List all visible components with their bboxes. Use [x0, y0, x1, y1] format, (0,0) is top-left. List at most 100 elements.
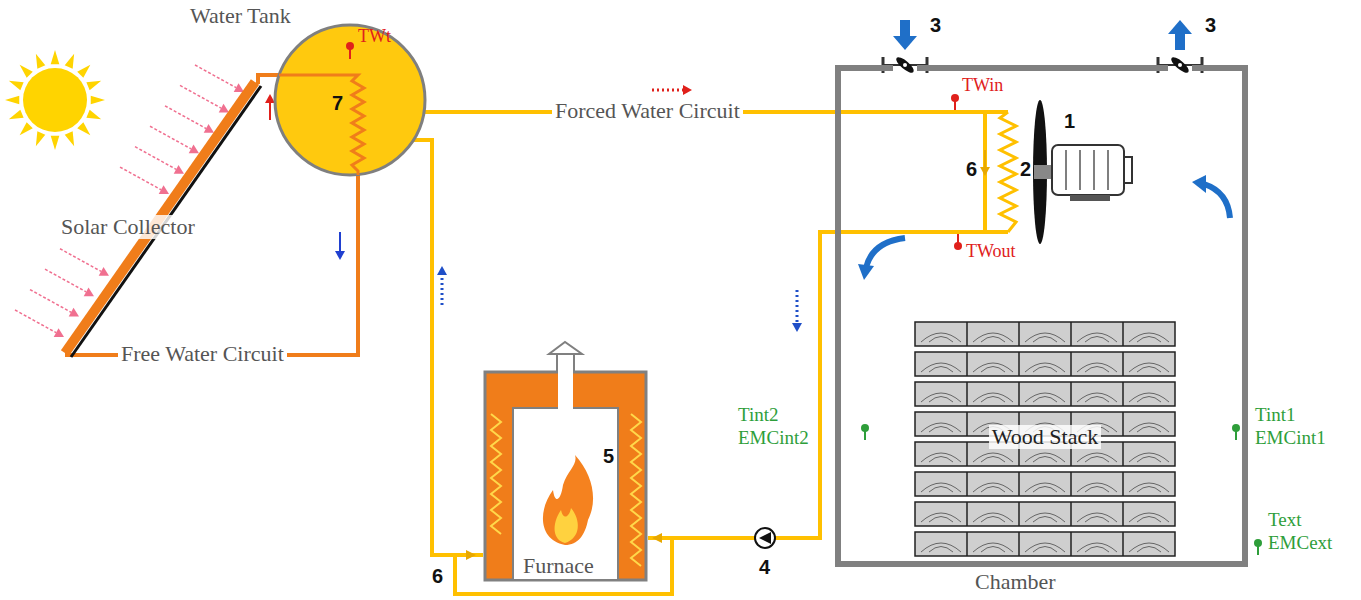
- wood-grain: [1025, 513, 1065, 522]
- board-joint: [1122, 412, 1124, 436]
- forced-circuit-pipe: [835, 230, 1008, 234]
- wood-grain: [1137, 337, 1161, 343]
- furnace: Furnace: [483, 340, 648, 582]
- callout-number: 4: [759, 556, 770, 578]
- wood-grain: [1137, 367, 1161, 373]
- wood-grain: [981, 337, 1005, 343]
- board-joint: [966, 382, 968, 406]
- wood-grain: [1033, 457, 1057, 463]
- wood-grain: [1137, 487, 1161, 493]
- wood-grain: [1129, 393, 1169, 402]
- motor-body: [1052, 145, 1124, 195]
- wood-grain: [1077, 543, 1117, 552]
- heater-coil: [1000, 112, 1016, 232]
- circuit-label: Forced Water Circuit: [552, 99, 743, 123]
- motor-fin: [1079, 150, 1081, 190]
- flow-arrow-up-head: [437, 266, 447, 275]
- wood-grain: [921, 393, 961, 402]
- air-inlet-arrow: [900, 20, 910, 36]
- board-joint: [1122, 322, 1124, 346]
- sun-ray: [77, 65, 90, 78]
- wood-grain: [929, 487, 953, 493]
- sunlight-ray-head: [204, 124, 214, 133]
- board-joint: [966, 412, 968, 436]
- sunlight-ray-shaft: [135, 147, 176, 170]
- bypass-arrow-shaft: [984, 150, 986, 167]
- drying-chamber: ChamberWood Stack: [835, 65, 1248, 567]
- board-joint: [966, 472, 968, 496]
- climate-sensor-label: Tint1: [1255, 405, 1296, 426]
- sun-ray: [51, 50, 60, 64]
- board-joint: [966, 502, 968, 526]
- wood-grain: [1033, 517, 1057, 523]
- sunlight-ray-shaft: [60, 249, 101, 272]
- climate-sensor-label: Tint2: [738, 405, 779, 426]
- climate-sensor-label: EMCint2: [738, 428, 809, 449]
- sun-disc: [23, 68, 87, 132]
- flow-arrow-right-shaft: [652, 89, 683, 92]
- circuit-label: Free Water Circuit: [118, 342, 287, 366]
- board-joint: [966, 532, 968, 556]
- flow-arrow-down-shaft: [339, 232, 341, 251]
- sunlight-ray-head: [159, 185, 169, 194]
- board-joint: [1070, 382, 1072, 406]
- wood-grain: [1137, 427, 1161, 433]
- wood-grain: [981, 517, 1005, 523]
- flame: [543, 455, 593, 545]
- wood-grain: [921, 363, 961, 372]
- wood-grain: [981, 547, 1005, 553]
- board-joint: [1018, 352, 1020, 376]
- board-joint: [1070, 352, 1072, 376]
- sunlight-ray-shaft: [180, 85, 221, 108]
- callout-number: 6: [432, 565, 443, 587]
- flow-arrow-down-head: [792, 323, 802, 332]
- motor-fin: [1093, 150, 1095, 190]
- callout-number: 5: [603, 445, 614, 467]
- board-joint: [1122, 472, 1124, 496]
- wood-grain: [1077, 453, 1117, 462]
- sun-ray: [9, 81, 24, 90]
- forced-circuit-pipe: [835, 110, 1008, 114]
- valve-pin: [903, 63, 907, 67]
- climate-sensor-label: EMCext: [1268, 533, 1332, 554]
- air-flow-arrow: [1192, 175, 1206, 193]
- bypass-arrow-head: [980, 167, 990, 176]
- water-pipe: [65, 175, 358, 355]
- wood-grain: [929, 367, 953, 373]
- sun-ray: [5, 96, 19, 105]
- sunlight-ray-head: [84, 287, 94, 296]
- wood-grain: [1137, 397, 1161, 403]
- water-temperature-label: TWin: [962, 76, 1003, 96]
- wood-grain: [1129, 483, 1169, 492]
- callout-number: 7: [332, 92, 343, 114]
- climate-sensor: [1254, 539, 1262, 547]
- climate-sensor-label: Text: [1268, 510, 1302, 531]
- wood-grain: [929, 397, 953, 403]
- tank-coil: [279, 75, 364, 175]
- flow-arrow-up-shaft: [441, 275, 444, 305]
- water-pipe: [648, 232, 835, 538]
- valve-pin: [1178, 63, 1182, 67]
- water-tank-outline: [273, 23, 427, 177]
- wood-grain: [929, 427, 953, 433]
- board-joint: [1122, 442, 1124, 466]
- flow-arrow-up-shaft: [269, 103, 271, 120]
- wood-grain: [1137, 547, 1161, 553]
- flow-arrow-up-head: [265, 94, 275, 103]
- callout-number: 3: [930, 14, 941, 36]
- wood-grain: [1085, 457, 1109, 463]
- sunlight-ray-shaft: [165, 106, 206, 129]
- board-row: [915, 382, 1175, 406]
- wood-grain: [973, 453, 1013, 462]
- wood-grain: [1025, 393, 1065, 402]
- board-row: [915, 502, 1175, 526]
- furnace-coil: [491, 414, 501, 534]
- water-tank: Water Tank: [273, 23, 427, 177]
- air-outlet-arrow: [1175, 34, 1185, 50]
- temperature-sensor: [951, 94, 959, 102]
- tank-shell: [275, 25, 425, 175]
- wood-grain: [1025, 543, 1065, 552]
- sunlight-ray-shaft: [195, 65, 236, 88]
- wood-grain: [1137, 457, 1161, 463]
- callout-number: 6: [966, 158, 977, 180]
